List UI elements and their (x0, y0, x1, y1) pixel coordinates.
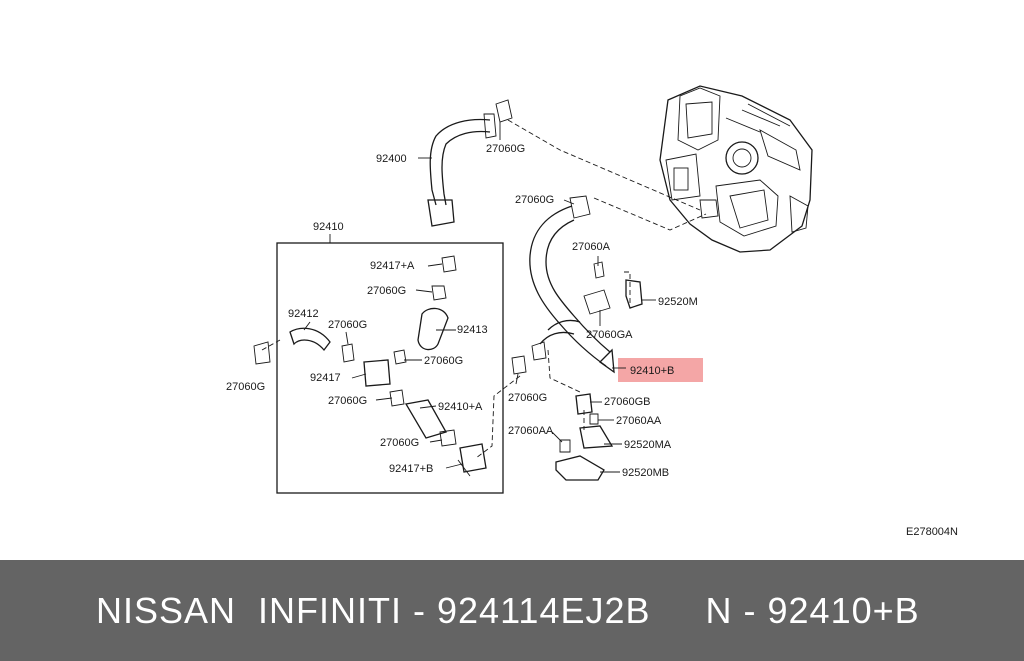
label-27060aa-right: 27060AA (616, 415, 662, 427)
hose-92400 (427, 99, 513, 227)
label-27060aa-left: 27060AA (508, 425, 554, 437)
label-27060g-top: 27060G (486, 143, 525, 155)
label-92520ma: 92520MA (624, 439, 672, 451)
label-92410-a: 92410+A (438, 401, 483, 413)
label-27060ga: 27060GA (586, 329, 633, 341)
label-27060g-box4: 27060G (328, 395, 367, 407)
label-92410-b: 92410+B (630, 365, 674, 377)
label-92417-b: 92417+B (389, 463, 433, 475)
label-92413: 92413 (457, 324, 488, 336)
bracket-parts (511, 261, 643, 481)
diagram-code: E278004N (906, 526, 958, 538)
label-92417: 92417 (310, 372, 341, 384)
label-92400: 92400 (376, 153, 407, 165)
hose-92410-b (529, 195, 615, 374)
kit-box-92410 (253, 234, 504, 494)
label-27060g-box1: 27060G (367, 285, 406, 297)
label-92410: 92410 (313, 221, 344, 233)
label-27060g-box3: 27060G (424, 355, 463, 367)
label-leaders (303, 122, 656, 473)
label-27060a: 27060A (572, 241, 611, 253)
label-27060g-mid: 27060G (515, 194, 554, 206)
label-92417-a: 92417+A (370, 260, 415, 272)
label-92412: 92412 (288, 308, 319, 320)
label-27060g-box5: 27060G (380, 437, 419, 449)
label-27060g-box2: 27060G (328, 319, 367, 331)
footer-banner: NISSAN INFINITI - 924114EJ2B N - 92410+B (0, 560, 1024, 661)
label-92520mb: 92520MB (622, 467, 669, 479)
heater-unit-illustration (659, 85, 813, 253)
parts-diagram: 92400 27060G 27060G 92410 92417+A 27060G… (226, 85, 958, 538)
label-27060g-low: 27060G (508, 392, 547, 404)
label-27060gb: 27060GB (604, 396, 650, 408)
label-92520m: 92520M (658, 296, 698, 308)
highlight-92410-b (618, 358, 703, 382)
footer-part-numbers: NISSAN INFINITI - 924114EJ2B N - 92410+B (96, 589, 920, 631)
label-27060g-left: 27060G (226, 381, 265, 393)
